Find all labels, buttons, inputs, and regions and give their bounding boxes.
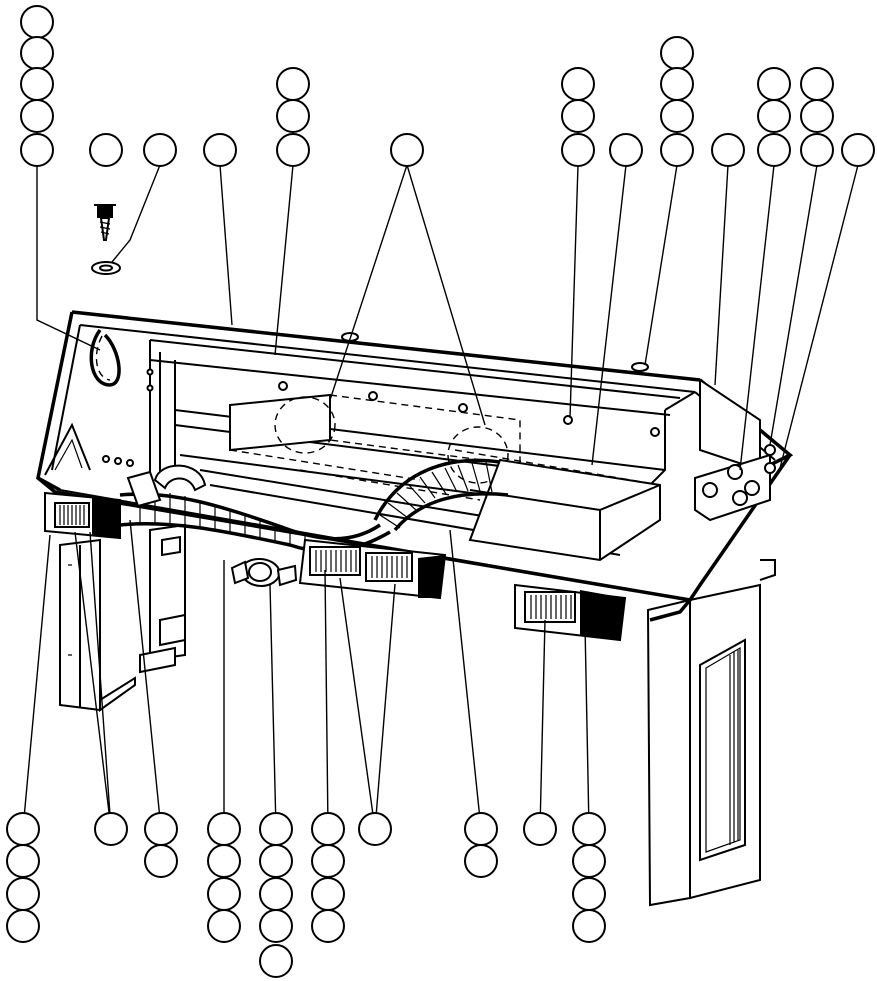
callout-balloon [276,99,310,133]
callout-balloon [311,812,345,846]
callout-balloon [841,133,875,167]
callout-balloon [144,812,178,846]
callout-balloon [6,877,40,911]
screw-icon [94,204,116,241]
callout-balloon [276,67,310,101]
callout-balloon [259,944,293,978]
callout-balloon [311,877,345,911]
callout-balloon [311,909,345,943]
callout-balloon [800,99,834,133]
right-bracket [694,444,776,522]
callout-balloon [6,909,40,943]
callout-balloon [259,909,293,943]
vent-grilles [44,491,627,642]
callout-balloon [561,133,595,167]
callout-balloon [20,5,54,39]
callout-balloon [89,133,123,167]
callout-balloon [572,812,606,846]
callout-balloon [6,812,40,846]
callout-balloon [143,133,177,167]
callout-balloon [390,133,424,167]
callout-balloons-bottom [6,812,606,978]
callout-balloon [660,67,694,101]
callout-balloon [207,844,241,878]
callout-balloon [464,812,498,846]
right-leg [646,559,776,907]
vent-center [298,538,447,600]
callout-balloon [660,36,694,70]
vent-right [514,583,627,642]
callout-balloon [207,877,241,911]
callout-balloon [144,844,178,878]
callout-balloon [800,67,834,101]
callout-balloon [757,133,791,167]
callout-balloon [358,812,392,846]
callout-balloon [20,67,54,101]
callout-balloons-top [20,5,875,167]
callout-balloon [561,67,595,101]
callout-balloon [711,133,745,167]
callout-balloon [20,36,54,70]
callout-balloon [609,133,643,167]
callout-balloon [94,812,128,846]
vent-left [44,491,121,540]
callout-balloon [757,99,791,133]
washer-icon [91,261,121,275]
callout-balloon [757,67,791,101]
callout-balloon [203,133,237,167]
callout-balloon [523,812,557,846]
callout-balloon [20,133,54,167]
callout-balloon [207,812,241,846]
callout-balloon [259,877,293,911]
callout-balloon [207,909,241,943]
callout-balloon [276,133,310,167]
callout-balloon [259,844,293,878]
hidden-duct-outlines [229,393,661,562]
callout-balloon [800,133,834,167]
callout-balloon [572,877,606,911]
callout-balloon [660,133,694,167]
left-leg [59,523,186,712]
callout-balloon [6,844,40,878]
callout-balloon [572,844,606,878]
callout-balloon [572,909,606,943]
leader-lines [22,164,859,830]
callout-balloon [259,812,293,846]
callout-balloon [20,99,54,133]
callout-balloon [464,844,498,878]
callout-balloon [561,99,595,133]
callout-balloon [660,99,694,133]
callout-balloon [311,844,345,878]
